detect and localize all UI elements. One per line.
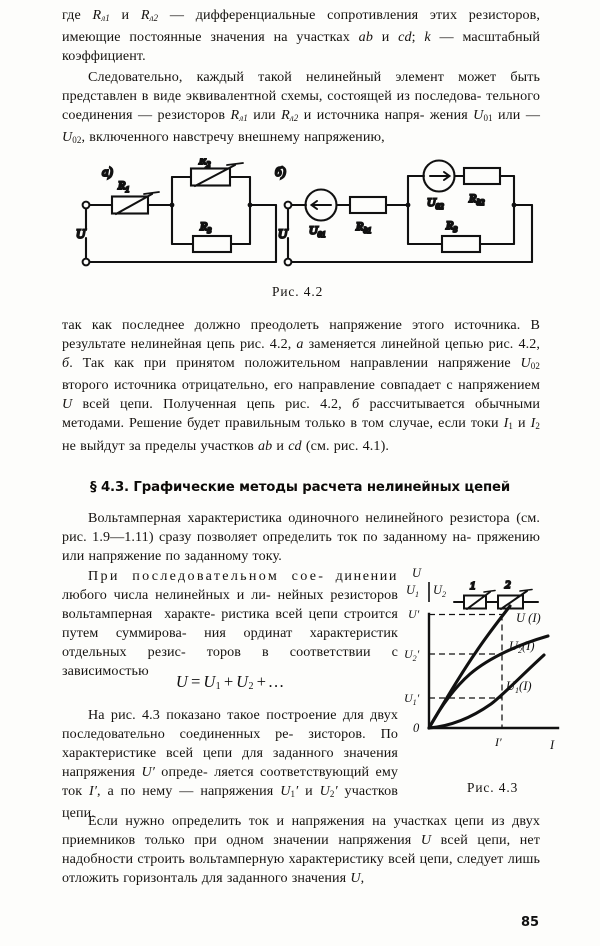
y-axis-label-U1: U1 (406, 583, 419, 599)
figure-4-3-caption: Рис. 4.3 (467, 780, 519, 795)
tick-label-U1-prime: U1′ (404, 691, 420, 707)
rd2-label: Rд2 (468, 191, 484, 207)
inset-series-resistors: 1 2 (453, 578, 539, 610)
inset-label-2: 2 (505, 579, 511, 591)
curve-U1 (427, 653, 546, 730)
paragraph-4: Вольтамперная характеристика одиночного … (62, 510, 540, 565)
u02-label: U02 (427, 195, 444, 211)
r3-label-a: R3 (199, 219, 211, 235)
paragraph-6: На рис. 4.3 показано такое построение дл… (62, 707, 399, 822)
figure-4-2: а) U R1 (60, 158, 540, 283)
panel-a-label: а) (102, 164, 113, 179)
figure-4-3-svg: 1 2 U U1 U2 I 0 U′ U2′ U1′ (404, 566, 560, 752)
tick-label-U-prime: U′ (408, 607, 420, 621)
curve-label-U1: U1(I) (506, 679, 532, 695)
rd1-label: Rд1 (355, 219, 371, 235)
curve-label-U: U (I) (516, 611, 541, 625)
y-axis-label-U: U (412, 566, 422, 580)
curve-U-total (427, 604, 512, 730)
section-heading: § 4.3. Графические методы расчета нелине… (89, 480, 511, 495)
figure-4-2-svg: а) U R1 (75, 158, 534, 267)
panel-b-label: б) (275, 164, 286, 179)
tick-label-I-prime: I′ (494, 735, 502, 749)
y-axis-label-U2: U2 (433, 583, 446, 599)
paragraph-5: При последовательном сое- динении любого… (62, 568, 398, 680)
construction-lines (429, 613, 503, 728)
tick-label-U2-prime: U2′ (404, 647, 420, 663)
paragraph-2: Следовательно, каждый такой нелинейный э… (62, 69, 541, 146)
r2-label: R2 (198, 158, 210, 169)
curve-label-U2: U2(I) (509, 639, 535, 655)
paragraph-1: где Rл1 и Rл2 — дифференциальные сопроти… (62, 7, 540, 65)
chart-axes (427, 612, 560, 730)
formula-sum-voltages: U = U1 + U2 + … (175, 672, 285, 692)
panel-a-source-label: U (76, 226, 87, 241)
page-number: 85 (521, 915, 540, 930)
u01-label: U01 (309, 223, 326, 239)
r1-label: R1 (117, 178, 129, 194)
figure-4-3: 1 2 U U1 U2 I 0 U′ U2′ U1′ (398, 556, 573, 771)
chart-curves (427, 604, 550, 730)
figure-4-2-caption: Рис. 4.2 (272, 284, 324, 299)
x-axis-label-I: I (549, 738, 555, 752)
panel-b-source-label: U (278, 226, 289, 241)
inset-label-1: 1 (470, 580, 476, 592)
paragraph-7: Если нужно определить ток и напряжения н… (62, 813, 540, 887)
paragraph-3: так как последнее должно преодолеть напр… (62, 317, 540, 454)
origin-label: 0 (413, 721, 420, 735)
r3-label-b: R3 (445, 218, 457, 234)
